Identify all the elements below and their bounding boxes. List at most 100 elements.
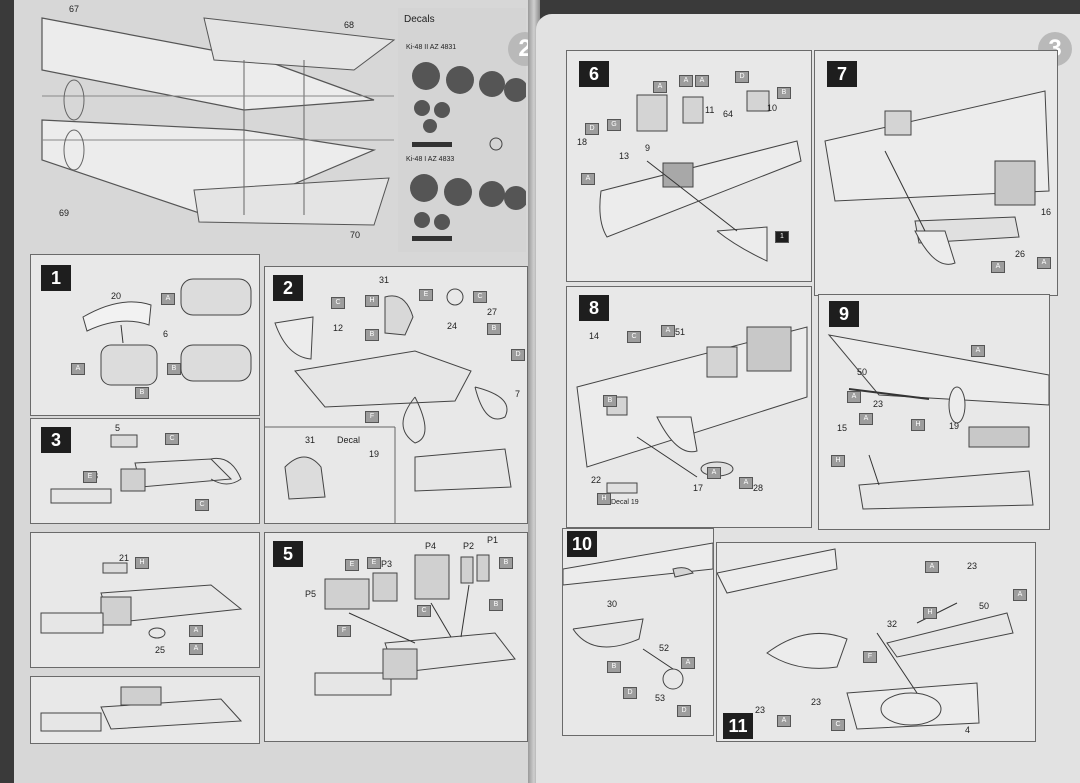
step-5-badge: 5 xyxy=(273,541,303,567)
tag-c: C xyxy=(195,499,209,511)
tag-a: A xyxy=(777,715,791,727)
assembly-preview-panel xyxy=(30,676,260,744)
part-6: 6 xyxy=(163,329,169,339)
tag-b: B xyxy=(489,599,503,611)
step-6-badge: 6 xyxy=(579,61,609,87)
part-31: 31 xyxy=(379,275,390,285)
step-11-drawing xyxy=(717,548,1014,730)
part-20: 20 xyxy=(111,291,122,301)
tag-a: A xyxy=(161,293,175,305)
tag-f: F xyxy=(365,411,379,423)
tag-b: B xyxy=(499,557,513,569)
tag-b: B xyxy=(607,661,621,673)
part-number-69: 69 xyxy=(59,208,70,218)
decal-19: 19 xyxy=(369,449,380,459)
decal-variant-b: Ki-48 I AZ 4833 xyxy=(406,156,455,163)
tag-b: B xyxy=(487,323,501,335)
part-10: 10 xyxy=(767,103,778,113)
tag-d: D xyxy=(511,349,525,361)
part-9: 9 xyxy=(645,143,651,153)
tag-b: B xyxy=(135,387,149,399)
tag-a: A xyxy=(653,81,667,93)
part-64: 64 xyxy=(723,109,734,119)
tag-h: H xyxy=(365,295,379,307)
tag-c: C xyxy=(331,297,345,309)
step-10-badge: 10 xyxy=(567,531,597,557)
part-32: 32 xyxy=(887,619,898,629)
decal-roundels-drawing xyxy=(410,62,526,241)
step-4-drawing xyxy=(40,562,243,639)
step-2-panel: 2 31 12 24 27 7 31 Decal 19 C H E C B D … xyxy=(264,266,528,524)
step-5-drawing xyxy=(314,554,516,696)
part-number-67: 67 xyxy=(69,4,80,14)
part-28: 28 xyxy=(753,483,764,493)
tag-a: A xyxy=(1037,257,1051,269)
tag-b: B xyxy=(603,395,617,407)
part-p3: P3 xyxy=(381,559,393,569)
decals-block: Decals Ki-48 II AZ 4831 Ki-48 I AZ 4833 xyxy=(398,8,526,252)
left-page: 67 68 69 70 Decals Ki-48 II AZ 4831 Ki-4… xyxy=(14,0,542,783)
tag-a: A xyxy=(971,345,985,357)
part-53: 53 xyxy=(655,693,666,703)
tag-1: 1 xyxy=(775,231,789,243)
tag-d: D xyxy=(677,705,691,717)
step-3-panel: 3 5 8 C C E xyxy=(30,418,260,524)
step-1-drawing xyxy=(82,278,252,386)
step-6-drawing xyxy=(599,90,802,262)
tag-a: A xyxy=(739,477,753,489)
tag-b: B xyxy=(167,363,181,375)
wing-overview-drawing xyxy=(41,17,396,226)
step-2-drawing xyxy=(265,288,512,523)
tag-g: G xyxy=(607,119,621,131)
part-22: 22 xyxy=(591,475,602,485)
tag-h: H xyxy=(911,419,925,431)
step-11-panel: 11 23 50 32 23 23 4 A A H F A C xyxy=(716,542,1036,742)
tag-f: F xyxy=(337,625,351,637)
step-4-panel: 21 25 H A A xyxy=(30,532,260,668)
tag-d: D xyxy=(585,123,599,135)
part-5: 5 xyxy=(115,423,121,433)
part-p1: P1 xyxy=(487,535,499,545)
part-p5: P5 xyxy=(305,589,317,599)
tag-a: A xyxy=(1013,589,1027,601)
step-10-panel: 10 30 52 53 B A D D xyxy=(562,528,714,736)
part-11: 11 xyxy=(705,105,715,115)
part-23-c: 23 xyxy=(811,697,822,707)
part-number-70: 70 xyxy=(350,230,361,240)
part-23: 23 xyxy=(873,399,884,409)
tag-h: H xyxy=(135,557,149,569)
tag-a: A xyxy=(189,625,203,637)
tag-a: A xyxy=(695,75,709,87)
tag-h: H xyxy=(923,607,937,619)
tag-f: F xyxy=(863,651,877,663)
part-18: 18 xyxy=(577,137,588,147)
step-8-badge: 8 xyxy=(579,295,609,321)
step-6-panel: 6 18 13 9 11 64 10 1 A A A D D G B A xyxy=(566,50,812,282)
tag-a: A xyxy=(679,75,693,87)
tag-a: A xyxy=(189,643,203,655)
tag-a: A xyxy=(847,391,861,403)
step-9-badge: 9 xyxy=(829,301,859,327)
tag-c: C xyxy=(831,719,845,731)
tag-e: E xyxy=(419,289,433,301)
step-7-badge: 7 xyxy=(827,61,857,87)
tag-c: C xyxy=(417,605,431,617)
part-12: 12 xyxy=(333,323,344,333)
part-25: 25 xyxy=(155,645,166,655)
step-3-badge: 3 xyxy=(41,427,71,453)
part-16: 16 xyxy=(1041,207,1052,217)
part-23: 23 xyxy=(967,561,978,571)
tag-h: H xyxy=(597,493,611,505)
tag-h: H xyxy=(831,455,845,467)
tag-a: A xyxy=(661,325,675,337)
part-27: 27 xyxy=(487,307,498,317)
step-11-badge: 11 xyxy=(723,713,753,739)
part-17: 17 xyxy=(693,483,704,493)
tag-a: A xyxy=(707,467,721,479)
step-8-drawing xyxy=(576,326,808,494)
part-13: 13 xyxy=(619,151,630,161)
tag-a: A xyxy=(925,561,939,573)
tag-a: A xyxy=(581,173,595,185)
tag-e: E xyxy=(83,471,97,483)
part-30: 30 xyxy=(607,599,618,609)
